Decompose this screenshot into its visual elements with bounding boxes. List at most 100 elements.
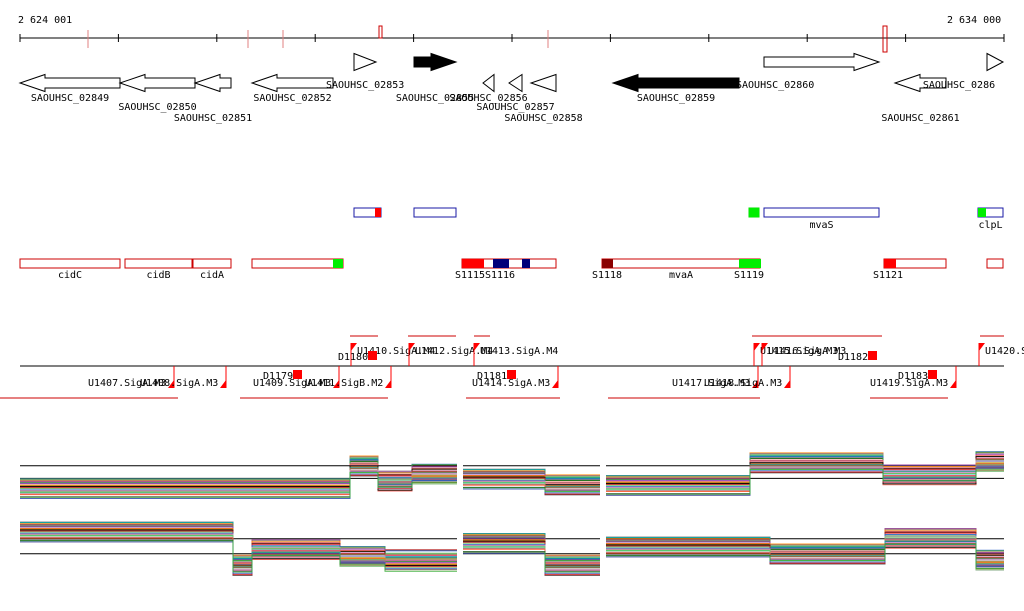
expression-panel [606, 451, 1004, 496]
operon-marker [978, 208, 986, 217]
promoter-label: U1410.SigA.M4 [357, 346, 435, 357]
promoter-flag [385, 380, 391, 388]
transcript-segment [493, 259, 509, 268]
transcript-box [124, 258, 193, 269]
terminator-marker [928, 370, 937, 379]
expression-panel [463, 465, 600, 496]
transcript-label: cidC [58, 270, 82, 281]
terminator-label: D1180 [338, 352, 368, 363]
expression-series [20, 471, 457, 498]
transcript-id-label: S1121 [873, 270, 903, 281]
promoter-label: U1407.SigA.M3 [88, 378, 166, 389]
promoter-label: U1416.SigA.M3 [768, 346, 846, 357]
expression-panel [463, 533, 600, 576]
promoter-label: U1412.SigA.M4 [415, 346, 493, 357]
gene-label: SAOUHSC_02850 [118, 102, 196, 113]
transcript-segment [739, 259, 761, 268]
transcript-segment [333, 259, 343, 268]
gene-label: SAOUHSC_02855 [396, 93, 474, 104]
gene-label: SAOUHSC_02861 [881, 113, 959, 124]
transcript-label: cidA [200, 270, 224, 281]
terminator-label: D1179 [263, 371, 293, 382]
promoter-label: U1413.SigA.M4 [480, 346, 558, 357]
operon-box [413, 207, 457, 218]
gene-label: SAOUHSC_02859 [637, 93, 715, 104]
gene-arrow [508, 73, 523, 93]
promoter-flag [752, 380, 758, 388]
transcript-label: mvaA [669, 270, 693, 281]
gene-arrow [529, 73, 557, 93]
coordinate-ruler: 2 624 001 2 634 000 [18, 15, 1005, 53]
expression-profiles [20, 451, 1004, 576]
gene-label: SAOUHSC_02856 [449, 93, 527, 104]
ruler-highlight [882, 25, 888, 53]
gene-arrow [18, 73, 121, 93]
transcript-segment [884, 259, 896, 268]
promoter-flag [168, 380, 174, 388]
promoter-label: U1418.SigA.M3 [704, 378, 782, 389]
transcript-segment [462, 259, 484, 268]
promoter-label: U1415.SigA.M3 [760, 346, 838, 357]
promoter-label: U1408.SigA.M3 [140, 378, 218, 389]
gene-label: SAOUHSC_02849 [31, 93, 109, 104]
promoter-label: U1420.S [985, 346, 1024, 357]
expression-series [606, 543, 1004, 569]
transcript-segment [522, 259, 530, 268]
promoter-flag [950, 380, 956, 388]
ruler-ticks [19, 25, 1005, 53]
promoter-flag [979, 343, 985, 351]
operon-label: mvaS [809, 220, 833, 231]
terminator-marker [368, 351, 377, 360]
gene-arrow [193, 73, 232, 93]
gene-label: SAOUHSC_02853 [326, 80, 404, 91]
promoter-label: U1409.SigA.M3 [253, 378, 331, 389]
gene-label: SAOUHSC_02852 [253, 93, 331, 104]
promoter-flag [409, 343, 415, 351]
expression-panel [20, 521, 457, 576]
expression-panel [606, 528, 1004, 571]
promoter-label: U1411.SigB.M2 [305, 378, 383, 389]
transcript-box [601, 258, 761, 269]
transcript-id-label: S1119 [734, 270, 764, 281]
operon-track: mvaS clpL [353, 207, 1004, 231]
transcript-id-label: S1116 [485, 270, 515, 281]
terminator-label: D1182 [838, 352, 868, 363]
transcript-box [19, 258, 121, 269]
gene-label: SAOUHSC_0286 [923, 80, 995, 91]
gene-label: SAOUHSC_02858 [504, 113, 582, 124]
gene-arrow [482, 73, 495, 93]
promoter-flag [474, 343, 480, 351]
terminator-marker [868, 351, 877, 360]
promoter-flag [754, 343, 760, 351]
terminator-label: D1183 [898, 371, 928, 382]
gene-arrow [250, 73, 334, 93]
promoter-flag [762, 343, 768, 351]
operon-marker [375, 208, 381, 217]
expression-panel [20, 455, 457, 499]
promoter-flag [351, 343, 357, 351]
expression-series [463, 487, 600, 492]
ruler-start-label: 2 624 001 [18, 15, 72, 26]
transcript-box [986, 258, 1004, 269]
operon-label: clpL [978, 220, 1002, 231]
gene-arrow [893, 73, 947, 93]
terminator-label: D1181 [477, 371, 507, 382]
promoter-flag [333, 380, 339, 388]
transcript-box [192, 258, 232, 269]
gene-arrow [118, 73, 196, 93]
gene-arrow [763, 52, 881, 72]
promoter-flag [220, 380, 226, 388]
gene-label: SAOUHSC_02857 [476, 102, 554, 113]
gene-label: SAOUHSC_02860 [736, 80, 814, 91]
transcript-box [251, 258, 344, 269]
transcript-segment [602, 259, 613, 268]
gene-arrow [353, 52, 378, 72]
transcript-id-label: S1118 [592, 270, 622, 281]
transcript-id-label: S1115 [455, 270, 485, 281]
terminator-marker [507, 370, 516, 379]
gene-arrow [413, 52, 458, 72]
